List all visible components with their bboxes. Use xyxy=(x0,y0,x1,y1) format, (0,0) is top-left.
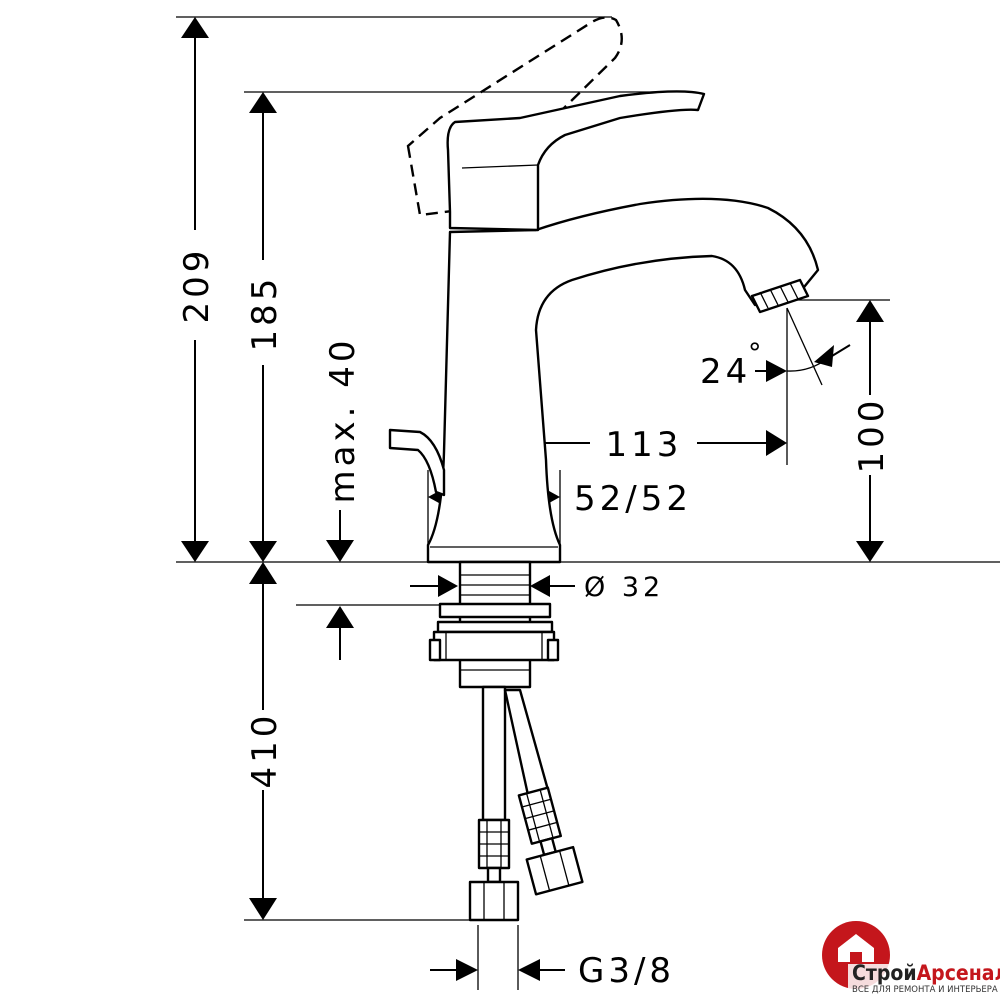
dim-max40 xyxy=(326,510,354,660)
dim-label-g38: G3/8 xyxy=(578,951,675,991)
svg-text:СтройАрсенал: СтройАрсенал xyxy=(852,961,1000,985)
dim-label-24: 24 xyxy=(700,352,751,392)
dim-label-113: 113 xyxy=(606,425,683,465)
house-icon xyxy=(838,934,874,962)
brand-logo: СтройАрсенал ВСЕ ДЛЯ РЕМОНТА И ИНТЕРЬЕРА xyxy=(822,921,1000,995)
dim-label-32: Ø 32 xyxy=(584,572,664,603)
dim-g38 xyxy=(430,959,565,981)
logo-brand-part2: Арсенал xyxy=(917,961,1000,985)
dim-185 xyxy=(249,92,277,562)
dim-label-52: 52/52 xyxy=(574,479,692,519)
dim-24-angle xyxy=(755,307,851,386)
hose-fitting-left xyxy=(468,818,520,922)
dim-label-185: 185 xyxy=(245,275,285,352)
aerator xyxy=(750,278,810,314)
popup-rod xyxy=(388,428,446,497)
logo-tagline: ВСЕ ДЛЯ РЕМОНТА И ИНТЕРЬЕРА xyxy=(852,985,998,995)
logo-brand-part1: Строй xyxy=(852,961,917,985)
dim-label-100: 100 xyxy=(852,397,892,474)
dim-label-410: 410 xyxy=(245,712,285,789)
dim-label-max40: max. 40 xyxy=(323,337,363,504)
degree-symbol: ° xyxy=(748,338,766,369)
hose-fitting-right xyxy=(517,786,584,896)
faucet xyxy=(388,16,820,564)
extension-lines xyxy=(176,16,1000,990)
dim-410 xyxy=(249,562,277,920)
faucet-body xyxy=(426,197,820,564)
lever-handle xyxy=(446,90,706,232)
mounting-shank xyxy=(428,560,560,689)
dim-label-209: 209 xyxy=(177,247,217,324)
hoses xyxy=(468,685,584,922)
dim-209 xyxy=(181,17,209,562)
dim-32 xyxy=(410,575,575,597)
dim-100 xyxy=(856,300,884,562)
